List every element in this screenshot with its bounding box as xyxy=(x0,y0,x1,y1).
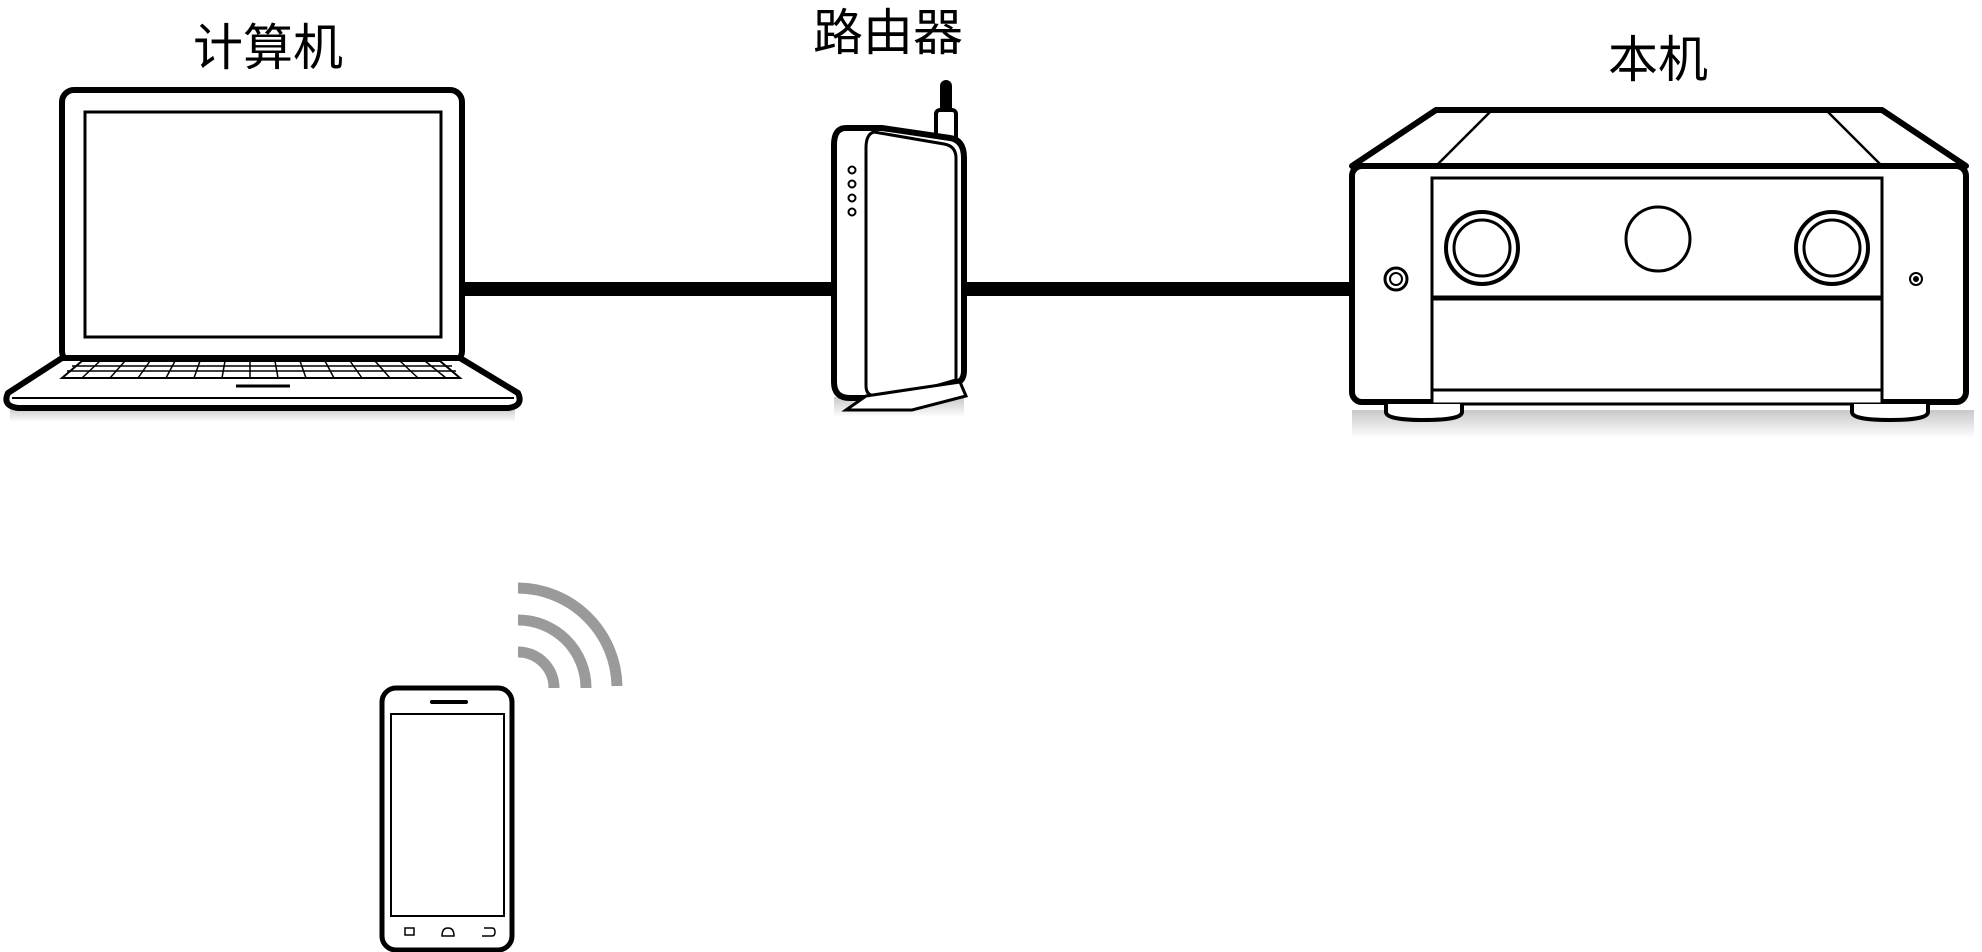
wifi-signal-icon xyxy=(517,582,623,689)
router-label: 路由器 xyxy=(813,4,963,62)
laptop-icon xyxy=(3,87,523,422)
smartphone-icon xyxy=(379,685,515,952)
unit-label: 本机 xyxy=(1608,31,1708,89)
av-receiver-icon xyxy=(1349,107,1974,438)
router-icon xyxy=(831,80,969,417)
computer-label: 计算机 xyxy=(193,19,343,77)
